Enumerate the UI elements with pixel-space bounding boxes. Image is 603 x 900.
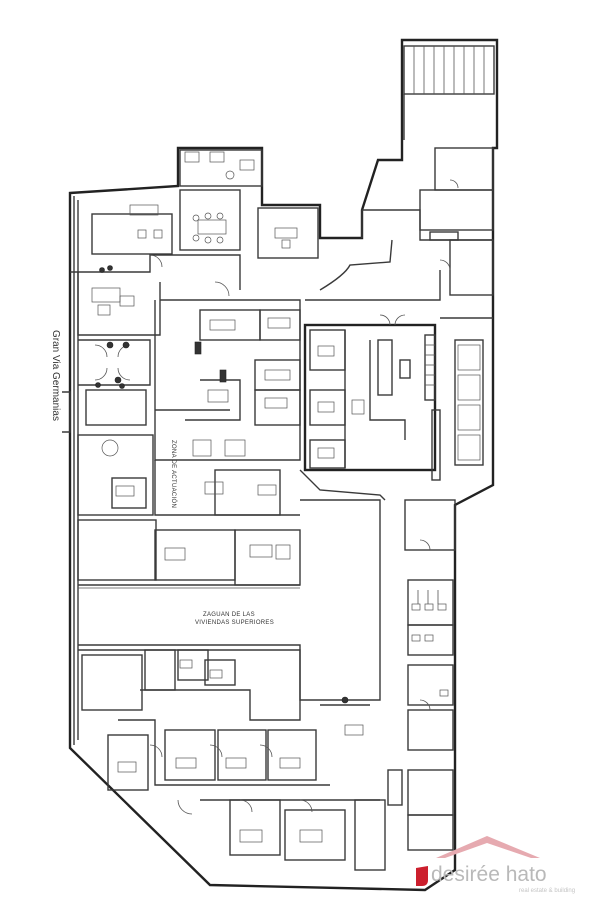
staircase xyxy=(403,45,495,140)
watermark-logo: desirée hato real estate & building xyxy=(416,836,575,894)
rooms-east xyxy=(387,499,456,851)
hall-label-line1: ZAGUAN DE LAS xyxy=(203,612,255,618)
building-outline xyxy=(68,38,499,892)
rooms-top-right xyxy=(305,147,494,319)
rooms-west xyxy=(77,434,301,586)
rooms-top-left xyxy=(70,149,319,336)
hall-zaguan xyxy=(78,499,381,701)
street-label: Gran Via Germanias xyxy=(50,330,61,421)
furniture xyxy=(91,204,365,843)
watermark-tagline: real estate & building xyxy=(519,888,575,894)
hall-label-line2: VIVIENDAS SUPERIORES xyxy=(195,620,274,626)
watermark-brand: desirée hato xyxy=(431,863,547,886)
central-area xyxy=(154,299,386,516)
logo-emblem-icon xyxy=(416,866,428,886)
rooms-south xyxy=(78,649,386,871)
house-roof-icon xyxy=(436,836,540,858)
zone-label: ZONA DE ACTUACIÓN xyxy=(170,440,177,508)
office-block-right xyxy=(303,314,484,481)
street-entrance xyxy=(62,339,151,433)
